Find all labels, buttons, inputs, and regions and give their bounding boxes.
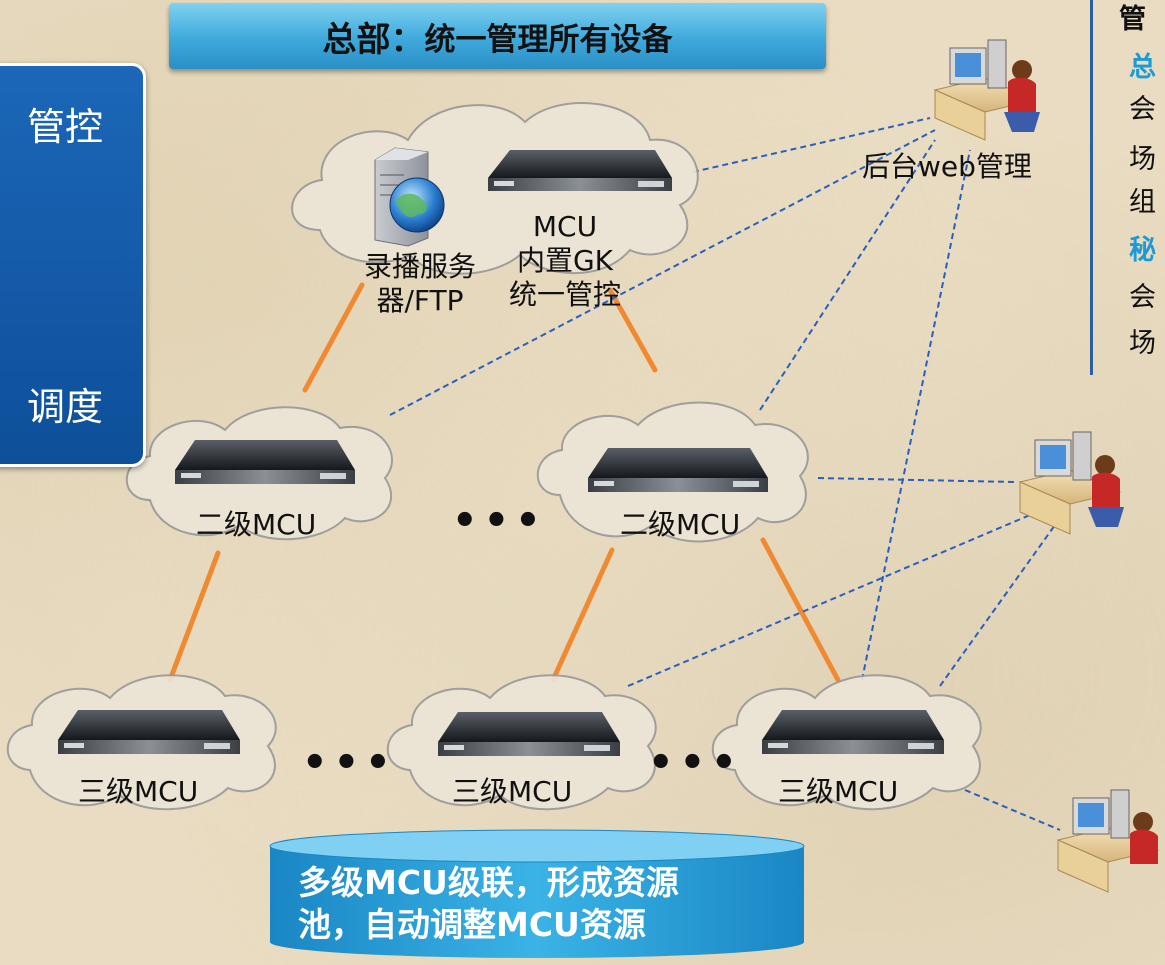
mcu-device-icon-level3a [58,710,240,754]
title-banner: 总部：统一管理所有设备 [169,3,826,69]
right-panel-item: 会 [1129,282,1156,313]
right-panel-item: 秘 [1129,235,1156,266]
link-l2b-l3b [550,547,615,683]
mcu-device-icon-core [488,150,672,191]
right-panel-item: 场 [1129,144,1156,175]
recorder-label: 录播服务 器/FTP [355,250,485,318]
left-panel-line2: 调度 [26,385,103,429]
core-mcu-label: MCU 内置GK 统一管控 [490,210,640,312]
link-l2b-l3c [760,537,841,683]
mcu-device-icon-level3b [438,712,620,756]
right-panel-item: 场 [1129,328,1156,359]
mcu-device-icon-level2b [588,448,768,492]
server-globe-icon [374,147,445,247]
admin-workstation-icon [933,39,1040,141]
mgmt-link-6 [627,514,1031,687]
title-rest: 统一管理所有设备 [424,21,673,58]
cascade-links [167,282,841,683]
mgmt-link-7 [939,524,1056,687]
banner-cylinder-shape [269,829,805,958]
core-mcu-label-line1: MCU [532,210,598,243]
right-panel-item: 总 [1129,52,1156,83]
bottom-banner-text: 多级MCU级联，形成资源 池，自动调整MCU资源 [298,862,778,946]
mgmt-link-2 [389,129,936,416]
link-recorder-l2a [302,282,365,393]
user-workstation-icon-1 [1018,431,1124,535]
left-panel-line1: 管控 [26,105,103,149]
level3-mcu-label: 三级MCU [778,775,899,808]
right-panel-item: 组 [1129,187,1156,218]
title-bold: 总部： [322,19,425,60]
ellipsis-level2: ••• [452,498,547,544]
recorder-label-line1: 录播服务 [363,250,476,283]
user-workstation-icon-2 [1056,789,1160,893]
mgmt-link-8 [964,789,1061,831]
level3-mcu-label: 三级MCU [452,775,573,808]
bottom-banner-line1: 多级MCU级联，形成资源 [298,863,679,902]
recorder-label-line2: 器/FTP [376,284,464,317]
core-mcu-label-line3: 统一管控 [508,278,621,311]
bottom-banner: 多级MCU级联，形成资源 池，自动调整MCU资源 [268,828,806,960]
mgmt-link-1 [692,117,931,173]
left-info-panel: 管控 调度 [0,63,146,467]
link-core-l2b [607,287,658,373]
ellipsis-level3-a: ••• [302,740,397,786]
management-links [389,117,1061,831]
right-info-panel: 管 总 会 场 组 秘 会 场 [1090,0,1165,375]
bottom-banner-line2: 池，自动调整MCU资源 [298,905,646,944]
right-panel-heading: 管 [1119,4,1146,35]
core-mcu-label-line2: 内置GK [516,244,614,277]
mcu-device-icon-level3c [762,710,944,754]
mcu-device-icon-level2a [175,440,355,484]
level2-mcu-label: 二级MCU [196,508,317,541]
mgmt-link-5 [817,477,1016,483]
level2-mcu-label: 二级MCU [620,508,741,541]
mgmt-link-3 [759,139,936,411]
level3-mcu-label: 三级MCU [78,775,199,808]
right-panel-item: 会 [1129,94,1156,125]
web-admin-label: 后台web管理 [862,150,1032,183]
link-l2a-l3a [167,550,221,683]
ellipsis-level3-b: ••• [648,740,743,786]
mgmt-link-4 [861,149,971,681]
